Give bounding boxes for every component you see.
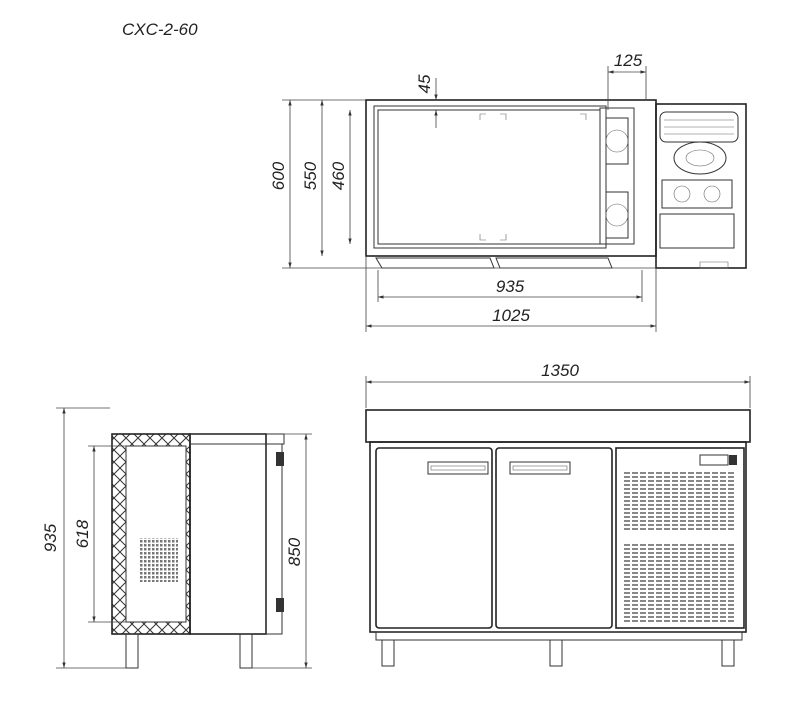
vent-grille-lower bbox=[624, 542, 736, 622]
side-worktop bbox=[189, 433, 285, 445]
evaporator-fan-upper bbox=[605, 117, 629, 165]
door-right bbox=[495, 447, 613, 629]
dim-1025-label: 1025 bbox=[492, 306, 530, 325]
front-view: 1350 bbox=[365, 361, 751, 667]
compressor-dome bbox=[703, 185, 721, 203]
dim-460-label: 460 bbox=[329, 161, 348, 190]
plan-shelf-brackets bbox=[479, 113, 587, 241]
door-handle-right bbox=[509, 461, 571, 475]
drain-tray bbox=[699, 261, 729, 269]
front-leg bbox=[381, 639, 395, 667]
fan-icon bbox=[605, 203, 629, 227]
door-handle-right-grip bbox=[512, 465, 568, 471]
hinge bbox=[276, 452, 284, 466]
drawing-title: CXC-2-60 bbox=[122, 20, 198, 39]
front-base-rail bbox=[375, 631, 743, 641]
dim-850-label: 850 bbox=[285, 537, 304, 566]
plan-inner-compartment bbox=[377, 109, 601, 245]
vent-grille-upper bbox=[624, 470, 736, 530]
evaporator-fan-lower bbox=[605, 191, 629, 239]
compressor bbox=[661, 179, 733, 209]
front-leg bbox=[721, 639, 735, 667]
dim-1350-label: 1350 bbox=[541, 361, 579, 380]
front-leg bbox=[549, 639, 563, 667]
front-worktop bbox=[365, 409, 751, 443]
machine-panel bbox=[615, 447, 745, 629]
dim-618-label: 618 bbox=[73, 519, 92, 548]
condenser-coil-lines bbox=[664, 119, 734, 135]
plan-evaporator-unit bbox=[599, 107, 635, 245]
condenser-fan bbox=[673, 141, 727, 175]
dim-side-935-label: 935 bbox=[41, 523, 60, 552]
fan-hub bbox=[685, 149, 715, 167]
door-handle-left-grip bbox=[430, 465, 486, 471]
plan-view: 45 125 600 550 460 935 1025 bbox=[269, 51, 747, 332]
dim-125-label: 125 bbox=[614, 51, 643, 70]
hinge bbox=[276, 598, 284, 612]
side-door-edge bbox=[265, 443, 283, 635]
plan-bottom-rails bbox=[375, 257, 613, 269]
side-cabinet bbox=[189, 433, 267, 635]
machine-base bbox=[659, 213, 735, 249]
dim-550-label: 550 bbox=[301, 161, 320, 190]
side-inner-compartment bbox=[125, 445, 187, 623]
fan-icon bbox=[605, 129, 629, 153]
side-leg bbox=[239, 633, 253, 669]
dim-45-label: 45 bbox=[415, 74, 434, 93]
door-left bbox=[375, 447, 493, 629]
plan-cabinet-outline bbox=[365, 99, 657, 257]
side-view: 935 618 850 bbox=[41, 407, 312, 669]
evaporator-grille bbox=[140, 538, 178, 582]
power-switch-icon bbox=[729, 455, 737, 465]
dim-600-label: 600 bbox=[269, 161, 288, 190]
door-handle-left bbox=[427, 461, 489, 475]
controller-display bbox=[699, 454, 729, 466]
compressor-dome bbox=[673, 185, 691, 203]
side-leg bbox=[125, 633, 139, 669]
plan-inner-wall bbox=[373, 105, 607, 249]
dim-935-label: 935 bbox=[496, 277, 525, 296]
